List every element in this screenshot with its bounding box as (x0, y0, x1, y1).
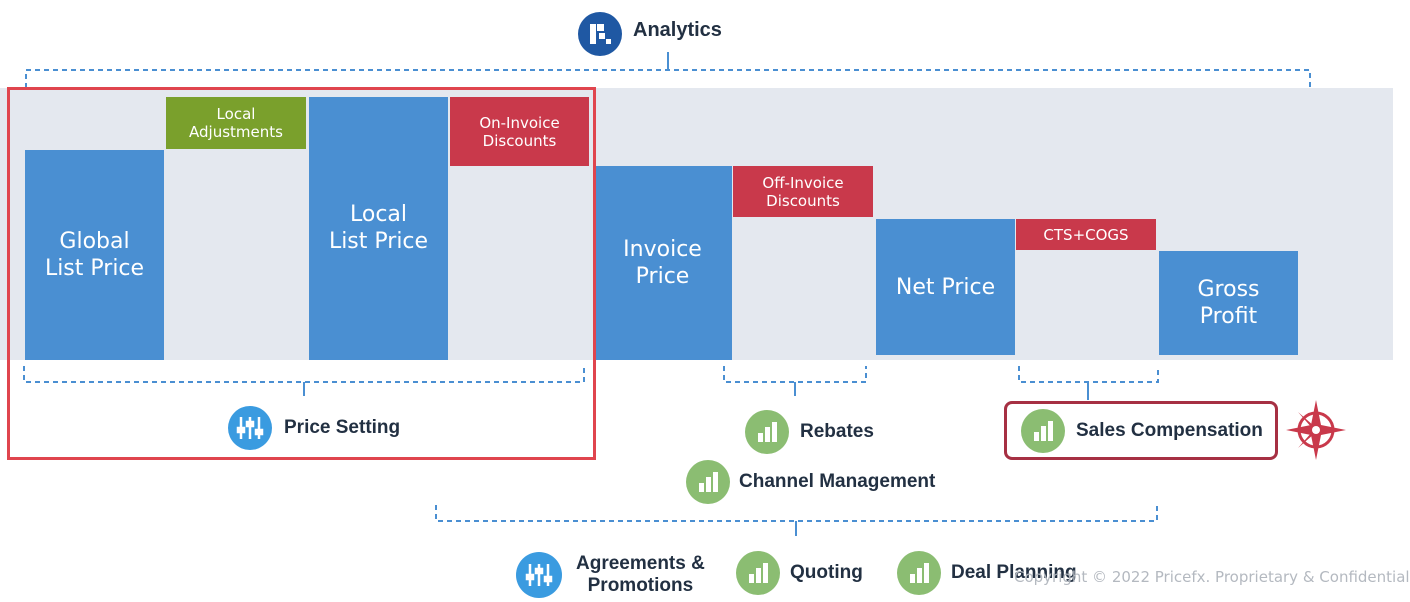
gross-profit-bar: Gross Profit (1159, 251, 1298, 355)
channel-management-label: Channel Management (739, 471, 936, 492)
rebates-bracket (723, 366, 867, 383)
on-invoice-discounts-tag: On-Invoice Discounts (450, 97, 589, 166)
bar-chart-icon (1021, 409, 1065, 453)
bar-chart-icon (686, 460, 730, 504)
copyright-text: Copyright © 2022 Pricefx. Proprietary & … (1014, 568, 1410, 586)
analytics-logo-icon (578, 12, 622, 56)
cts-cogs-tag: CTS+COGS (1016, 219, 1156, 250)
net-price-bar: Net Price (876, 219, 1015, 355)
analytics-label: Analytics (633, 19, 722, 41)
bar-chart-icon (736, 551, 780, 595)
quoting-label: Quoting (790, 562, 863, 583)
sales-compensation-label: Sales Compensation (1076, 420, 1263, 441)
rebates-label: Rebates (800, 421, 874, 442)
bar-chart-icon (745, 410, 789, 454)
bottom-bracket (435, 505, 1158, 522)
agreements-promotions-label: Agreements & Promotions (576, 553, 705, 596)
local-list-price-label: Local List Price (328, 202, 429, 254)
sliders-icon (516, 552, 562, 598)
deal-planning-label: Deal Planning (951, 562, 1077, 583)
analytics-bracket (25, 69, 1311, 88)
sliders-icon (228, 406, 272, 450)
local-adjustments-tag: Local Adjustments (166, 97, 306, 149)
sales-compensation-box (1004, 401, 1278, 460)
price-setting-highlight-box (7, 87, 596, 460)
price-setting-label: Price Setting (284, 417, 401, 438)
invoice-price-bar: Invoice Price (593, 166, 732, 360)
bar-chart-icon (897, 551, 941, 595)
off-invoice-discounts-tag: Off-Invoice Discounts (733, 166, 873, 217)
sales-compensation-bracket (1018, 366, 1159, 383)
local-list-price-bar: Local List Price (309, 97, 448, 360)
compass-icon (1284, 398, 1348, 462)
global-list-price-bar: Global List Price (25, 150, 164, 360)
